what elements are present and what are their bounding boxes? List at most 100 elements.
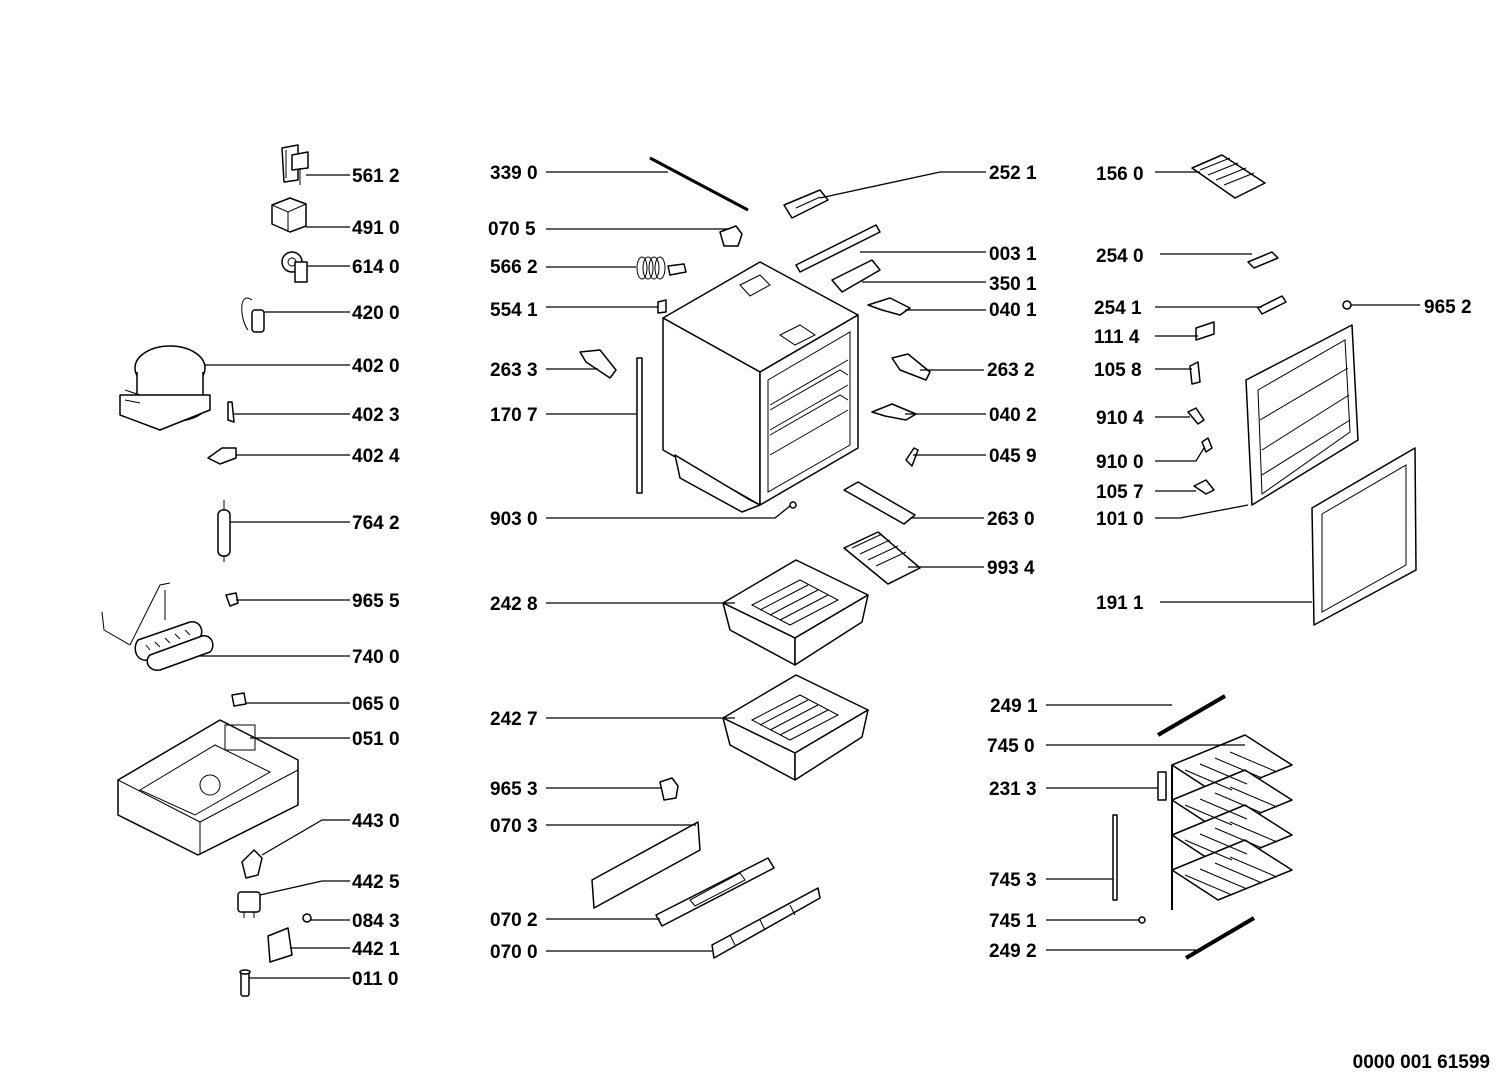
label-242-7: 242 7 (490, 709, 538, 730)
part-339-0 (649, 156, 749, 212)
label-170-7: 170 7 (490, 405, 538, 426)
center-right-labels: 252 1 003 1 350 1 040 1 263 2 040 2 045 … (987, 163, 1037, 579)
label-443-0: 443 0 (352, 811, 400, 832)
part-105-7 (1193, 479, 1215, 495)
label-070-5: 070 5 (488, 219, 536, 240)
part-051-0-base (117, 719, 299, 856)
part-263-3 (579, 349, 617, 379)
left-labels: 561 2 491 0 614 0 420 0 402 0 402 3 402 … (352, 166, 400, 990)
part-965-3 (659, 777, 679, 801)
part-011-0 (239, 969, 251, 997)
label-614-0: 614 0 (352, 257, 400, 278)
label-040-2: 040 2 (989, 405, 1037, 426)
label-263-3: 263 3 (490, 360, 538, 381)
label-084-3: 084 3 (352, 911, 400, 932)
part-070-0 (711, 887, 821, 959)
label-554-1: 554 1 (490, 300, 538, 321)
label-101-0: 101 0 (1096, 509, 1144, 530)
part-350-1 (831, 259, 881, 293)
part-263-0 (843, 481, 916, 525)
part-740-0-condenser (101, 582, 214, 671)
label-965-5: 965 5 (352, 591, 400, 612)
part-554-1 (657, 299, 667, 314)
label-745-0: 745 0 (987, 736, 1035, 757)
part-242-7-drawer (722, 674, 869, 781)
part-745-1 (1138, 916, 1146, 924)
part-084-3 (302, 913, 312, 923)
label-442-1: 442 1 (352, 939, 400, 960)
part-764-2 (217, 500, 231, 562)
label-003-1: 003 1 (989, 244, 1037, 265)
right-leader-lines (1046, 171, 1420, 951)
label-339-0: 339 0 (490, 163, 538, 184)
label-254-1: 254 1 (1094, 298, 1142, 319)
part-402-4 (207, 447, 237, 465)
label-263-2: 263 2 (987, 360, 1035, 381)
label-105-8: 105 8 (1094, 360, 1142, 381)
right-labels: 156 0 254 0 254 1 111 4 105 8 910 4 910 … (987, 164, 1472, 962)
part-156-0-ice-tray (1191, 154, 1266, 199)
part-910-0 (1201, 437, 1213, 453)
part-491-0 (271, 197, 307, 233)
part-263-2 (891, 353, 931, 381)
part-903-0 (789, 501, 797, 509)
part-249-1 (1156, 694, 1227, 737)
label-156-0: 156 0 (1096, 164, 1144, 185)
cabinet (662, 261, 859, 513)
part-614-0 (281, 251, 308, 283)
part-231-3 (1157, 771, 1167, 801)
center-left-labels: 339 0 070 5 566 2 554 1 263 3 170 7 903 … (488, 163, 538, 963)
label-191-1: 191 1 (1096, 593, 1144, 614)
part-170-7 (636, 357, 643, 494)
label-740-0: 740 0 (352, 647, 400, 668)
label-051-0: 051 0 (352, 729, 400, 750)
label-993-4: 993 4 (987, 558, 1035, 579)
part-249-2 (1184, 916, 1256, 960)
label-263-0: 263 0 (987, 509, 1035, 530)
part-442-5 (237, 891, 261, 918)
label-070-0: 070 0 (490, 942, 538, 963)
label-402-3: 402 3 (352, 405, 400, 426)
drawing-number: 0000 001 61599 (1352, 1052, 1490, 1073)
label-402-0: 402 0 (352, 356, 400, 377)
label-111-4: 111 4 (1094, 327, 1140, 348)
label-242-8: 242 8 (490, 594, 538, 615)
part-254-0 (1247, 251, 1279, 269)
part-065-0 (231, 692, 247, 707)
part-745-3 (1112, 814, 1118, 901)
label-231-3: 231 3 (989, 779, 1037, 800)
part-105-8 (1189, 361, 1201, 385)
label-070-2: 070 2 (490, 910, 538, 931)
label-566-2: 566 2 (490, 257, 538, 278)
part-045-9 (905, 447, 919, 467)
part-745-0-rack (1171, 734, 1293, 910)
label-491-0: 491 0 (352, 218, 400, 239)
label-070-3: 070 3 (490, 816, 538, 837)
part-420-0 (241, 297, 265, 333)
part-252-1 (783, 189, 829, 219)
label-350-1: 350 1 (989, 274, 1037, 295)
part-254-1 (1257, 295, 1287, 315)
label-254-0: 254 0 (1096, 246, 1144, 267)
part-003-1 (795, 224, 881, 273)
label-910-0: 910 0 (1096, 452, 1144, 473)
part-965-2 (1342, 300, 1352, 310)
label-910-4: 910 4 (1096, 408, 1144, 429)
part-040-1 (867, 297, 911, 316)
label-045-9: 045 9 (989, 446, 1037, 467)
part-566-2-coil (636, 256, 687, 280)
part-101-0-door (1245, 324, 1359, 506)
part-965-5 (225, 592, 239, 607)
part-910-4 (1187, 407, 1205, 425)
part-993-4 (843, 531, 921, 585)
label-420-0: 420 0 (352, 303, 400, 324)
center-left-leader-lines (546, 171, 791, 952)
part-111-4 (1195, 321, 1215, 341)
label-561-2: 561 2 (352, 166, 400, 187)
part-402-0-compressor (119, 345, 211, 431)
label-065-0: 065 0 (352, 694, 400, 715)
label-965-2: 965 2 (1424, 297, 1472, 318)
label-252-1: 252 1 (989, 163, 1037, 184)
label-745-3: 745 3 (989, 870, 1037, 891)
label-105-7: 105 7 (1096, 482, 1144, 503)
